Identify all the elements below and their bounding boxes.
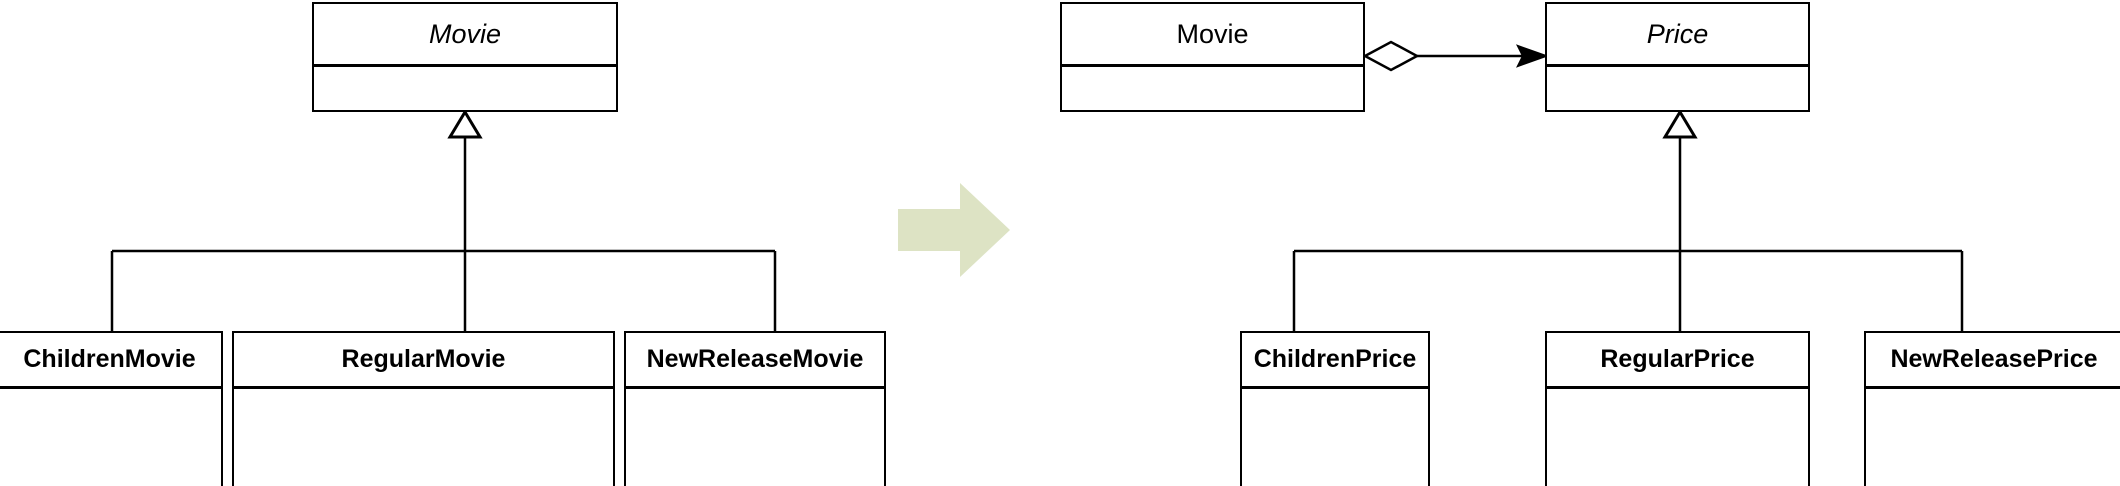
class-name-childrenprice: ChildrenPrice: [1242, 333, 1428, 389]
generalization-triangle-icon: [447, 109, 483, 139]
class-box-regularprice[interactable]: RegularPrice: [1545, 331, 1810, 486]
aggregation-arrowhead-icon: [1515, 44, 1549, 68]
class-name-newreleaseprice: NewReleasePrice: [1866, 333, 2120, 389]
class-box-price-abstract[interactable]: Price: [1545, 2, 1810, 112]
class-attributes-regularprice: [1547, 389, 1808, 486]
transform-arrow-icon: [898, 183, 1010, 277]
class-attributes-newreleaseprice: [1866, 389, 2120, 486]
class-name-regularprice: RegularPrice: [1547, 333, 1808, 389]
class-box-movie-owner[interactable]: Movie: [1060, 2, 1365, 112]
class-attributes-newreleasemovie: [626, 389, 884, 486]
class-name-newreleasemovie: NewReleaseMovie: [626, 333, 884, 389]
aggregation-group: [1362, 40, 1549, 72]
class-name-regularmovie: RegularMovie: [234, 333, 613, 389]
right-generalization-group: [1292, 109, 1964, 331]
class-box-movie-abstract[interactable]: Movie: [312, 2, 618, 112]
class-attributes-movie-abstract: [314, 67, 616, 110]
class-name-movie-abstract: Movie: [314, 4, 616, 67]
left-generalization-group: [110, 109, 777, 331]
class-attributes-price-abstract: [1547, 67, 1808, 110]
class-name-price-abstract: Price: [1547, 4, 1808, 67]
class-box-regularmovie[interactable]: RegularMovie: [232, 331, 615, 486]
class-attributes-childrenprice: [1242, 389, 1428, 486]
class-box-childrenmovie[interactable]: ChildrenMovie: [0, 331, 223, 486]
class-attributes-regularmovie: [234, 389, 613, 486]
class-name-movie-owner: Movie: [1062, 4, 1363, 67]
aggregation-diamond-icon: [1362, 40, 1420, 72]
class-name-childrenmovie: ChildrenMovie: [0, 333, 221, 389]
class-attributes-movie-owner: [1062, 67, 1363, 110]
class-box-childrenprice[interactable]: ChildrenPrice: [1240, 331, 1430, 486]
class-attributes-childrenmovie: [0, 389, 221, 486]
generalization-triangle-icon-right: [1662, 109, 1698, 139]
class-box-newreleasemovie[interactable]: NewReleaseMovie: [624, 331, 886, 486]
class-box-newreleaseprice[interactable]: NewReleasePrice: [1864, 331, 2120, 486]
